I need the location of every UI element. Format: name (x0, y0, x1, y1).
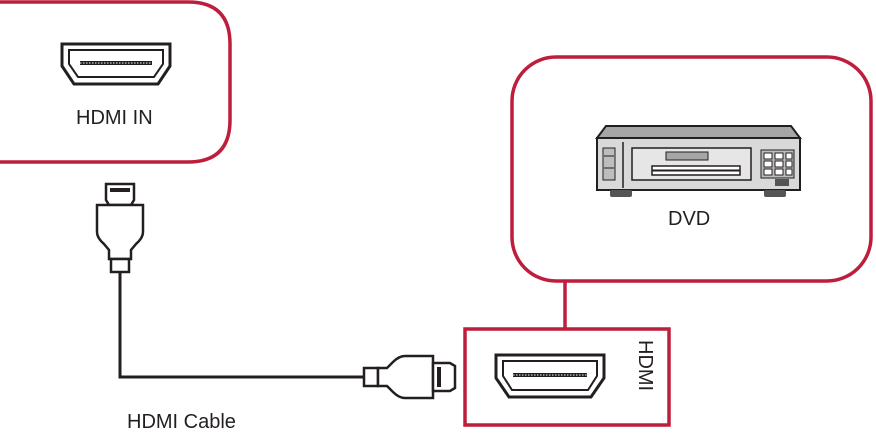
hdmi-port-frame (463, 327, 671, 427)
hdmi-cable (118, 270, 366, 379)
hdmi-plug-right-icon (362, 354, 457, 400)
hdmi-plug-top-icon (95, 182, 145, 274)
dvd-player-icon (595, 125, 802, 197)
hdmi-out-port-icon (494, 353, 606, 399)
hdmi-in-frame (0, 0, 232, 164)
dvd-frame (510, 55, 873, 283)
hdmi-cable-label: HDMI Cable (127, 411, 236, 433)
hdmi-in-label: HDMI IN (76, 107, 153, 129)
hdmi-port-label: HDMI (634, 340, 656, 392)
dvd-label: DVD (668, 208, 711, 230)
hdmi-in-port-icon (60, 42, 172, 86)
